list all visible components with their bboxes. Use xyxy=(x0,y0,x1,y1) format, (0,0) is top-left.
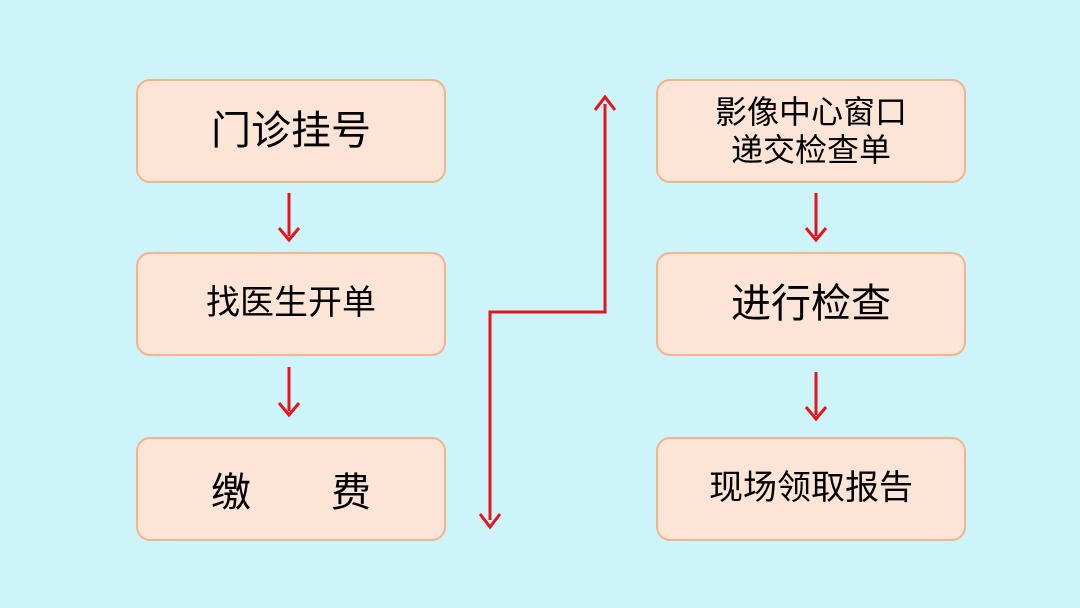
step-report-label: 现场领取报告 xyxy=(709,468,913,509)
arrow-registration-to-doctor xyxy=(277,193,301,243)
step-exam-box: 进行检查 xyxy=(656,252,966,356)
step-imaging-submit-box: 影像中心窗口 递交检查单 xyxy=(656,79,966,183)
step-imaging-submit-line-2: 递交检查单 xyxy=(730,131,891,169)
step-registration-label: 门诊挂号 xyxy=(211,108,371,154)
arrow-doctor-to-payment xyxy=(277,367,301,418)
step-report-box: 现场领取报告 xyxy=(656,437,966,541)
arrow-connector-down-head xyxy=(478,513,502,530)
step-doctor-order-box: 找医生开单 xyxy=(136,252,446,356)
step-doctor-order-label: 找医生开单 xyxy=(206,283,376,324)
arrow-connector-up xyxy=(488,94,617,520)
step-exam-label: 进行检查 xyxy=(731,281,891,327)
step-payment-box: 缴 费 xyxy=(136,437,446,541)
arrow-imaging-to-exam xyxy=(804,193,828,243)
step-registration-box: 门诊挂号 xyxy=(136,79,446,183)
arrow-exam-to-report xyxy=(804,372,828,422)
step-payment-label: 缴 费 xyxy=(211,470,371,516)
step-imaging-submit-line-1: 影像中心窗口 xyxy=(714,92,907,131)
